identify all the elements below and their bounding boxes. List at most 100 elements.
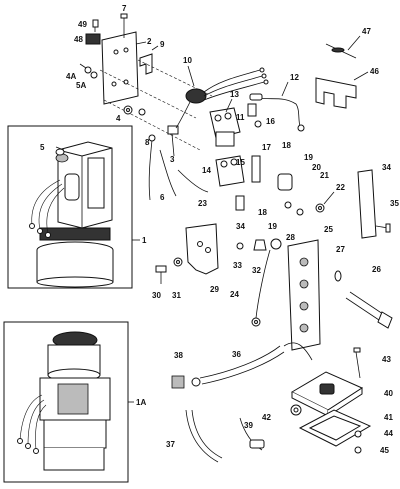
callout-33: 33 (233, 261, 242, 270)
callout-17: 17 (262, 143, 271, 152)
callout-7: 7 (122, 4, 127, 13)
callout-49: 49 (78, 20, 87, 29)
callout-23: 23 (198, 199, 207, 208)
callout-26: 26 (372, 265, 381, 274)
washer-44 (354, 430, 362, 438)
wire-harness-10 (175, 67, 269, 129)
callout-28: 28 (286, 233, 295, 242)
cable-24 (251, 249, 271, 327)
callout-1a: 1A (136, 398, 146, 407)
callout-8: 8 (145, 138, 150, 147)
bolt-30 (155, 265, 167, 284)
bracket-9 (139, 53, 153, 75)
callout-4a: 4 (116, 114, 121, 123)
callout-27: 27 (336, 245, 345, 254)
hose-37 (185, 409, 265, 463)
screw-49 (92, 19, 99, 32)
callout-9: 9 (160, 40, 165, 49)
hose-36 (191, 342, 313, 387)
cable-12 (249, 93, 305, 132)
pump-motor-assembly (29, 141, 114, 288)
clip-33 (236, 242, 244, 250)
gasket-41 (298, 409, 372, 447)
washer-4 (123, 105, 146, 116)
callout-19a: 19 (304, 153, 313, 162)
callout-25: 25 (324, 225, 333, 234)
retaining-bracket-46 (315, 77, 357, 109)
cable-23 (177, 169, 209, 193)
callout-48: 48 (74, 35, 83, 44)
bolt-26 (345, 291, 393, 329)
callout-37: 37 (166, 440, 175, 449)
callout-16: 16 (266, 117, 275, 126)
nut-22 (315, 203, 325, 213)
cable-8 (148, 134, 156, 201)
callout-19b: 19 (268, 222, 277, 231)
mounting-plate-2 (101, 31, 139, 105)
washer-31 (173, 257, 183, 267)
nut-16 (254, 120, 262, 128)
callout-4A: 4A (66, 72, 76, 81)
switch-20 (277, 173, 293, 191)
callout-29: 29 (210, 285, 219, 294)
callout-38: 38 (174, 351, 183, 360)
callout-42: 42 (262, 413, 271, 422)
nut-45 (354, 446, 362, 454)
callout-36: 36 (232, 350, 241, 359)
screw-43 (353, 347, 361, 379)
callout-6: 6 (160, 193, 165, 202)
solenoid-15 (215, 155, 245, 187)
callout-15: 15 (236, 158, 245, 167)
callout-13: 13 (230, 90, 239, 99)
callout-39: 39 (244, 421, 253, 430)
washer-27 (334, 270, 342, 282)
callout-14: 14 (202, 166, 211, 175)
callout-47: 47 (362, 27, 371, 36)
callout-43: 43 (382, 355, 391, 364)
callout-30: 30 (152, 291, 161, 300)
callout-2: 2 (147, 37, 152, 46)
callout-31: 31 (172, 291, 181, 300)
callout-44: 44 (384, 429, 393, 438)
callout-18b: 18 (258, 208, 267, 217)
cable-6 (159, 149, 177, 197)
terminal-strip-17 (251, 155, 261, 183)
callout-21: 21 (320, 171, 329, 180)
bracket-34 (357, 169, 377, 239)
callout-34b: 34 (382, 163, 391, 172)
nut-4a-5a (79, 63, 98, 79)
bolt-7 (120, 13, 128, 38)
plug-34 (235, 195, 245, 211)
pin-47 (325, 43, 357, 59)
breather-38 (171, 375, 185, 389)
callout-35: 35 (390, 199, 399, 208)
pump-motor-alt-assembly (17, 331, 111, 471)
callout-45: 45 (380, 446, 389, 455)
callout-34a: 34 (236, 222, 245, 231)
callout-24: 24 (230, 290, 239, 299)
callout-20: 20 (312, 163, 321, 172)
terminal-block-48 (85, 33, 101, 45)
mounting-bracket-29 (185, 223, 219, 275)
callout-46: 46 (370, 67, 379, 76)
washer-42 (290, 404, 302, 416)
callout-12: 12 (290, 73, 299, 82)
callout-5A: 5A (76, 81, 86, 90)
terminal-block-25 (287, 239, 321, 351)
callout-18a: 18 (282, 141, 291, 150)
callout-40: 40 (384, 389, 393, 398)
callout-5: 5 (40, 143, 45, 152)
callout-32: 32 (252, 266, 261, 275)
callout-11: 11 (236, 113, 245, 122)
callout-10: 10 (183, 56, 192, 65)
solenoid-13 (209, 107, 241, 147)
callout-3: 3 (170, 155, 175, 164)
callout-41: 41 (384, 413, 393, 422)
reservoir-cover-40 (290, 371, 364, 417)
screw-35 (375, 223, 391, 233)
fuse-11 (247, 103, 257, 117)
fitting-32 (253, 239, 267, 251)
inset-box-pump-motor (7, 125, 133, 289)
terminal-3 (167, 125, 179, 157)
